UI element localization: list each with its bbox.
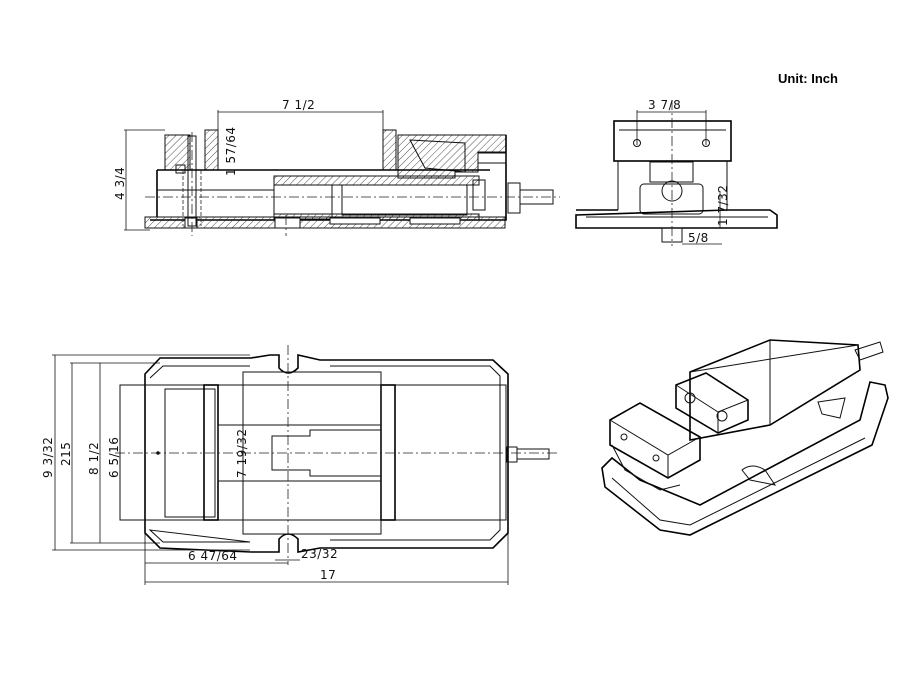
end-view: 3 7/8 1 7/32 5/8 <box>575 98 778 246</box>
dim-jaw-opening: 7 1/2 <box>282 98 315 112</box>
dim-center-height: 1 7/32 <box>716 185 730 226</box>
iso-slot <box>741 465 777 486</box>
thrust-collar <box>472 179 486 211</box>
jaw-outline <box>119 384 507 521</box>
iso-base <box>601 381 889 536</box>
dim-base-width-mm: 215 <box>59 442 73 466</box>
isometric-view <box>601 339 889 536</box>
dim-slot-width: 23/32 <box>301 547 338 561</box>
side-section-view: 7 1/2 4 3/4 1 57/64 <box>113 98 560 236</box>
iso-fixed-jaw <box>609 402 701 479</box>
jaw-end <box>613 120 732 162</box>
iso-body <box>689 339 861 441</box>
dim-jaw-width: 6 5/16 <box>107 437 121 478</box>
movable-jaw-section <box>397 134 507 179</box>
dim-overall-height: 4 3/4 <box>113 167 127 200</box>
movable-jaw <box>380 384 396 521</box>
dim-hole-spacing: 3 7/8 <box>648 98 681 112</box>
screw-thread-top <box>273 175 480 186</box>
plan-view: 9 3/32 215 8 1/2 6 5/16 7 19/32 6 47/64 … <box>41 345 560 585</box>
dim-body-width: 7 19/32 <box>235 428 249 478</box>
iso-screw-end <box>854 341 884 361</box>
dim-key-width: 5/8 <box>688 231 709 245</box>
dim-jaw-height: 1 57/64 <box>224 126 238 176</box>
dim-overall-length: 17 <box>320 568 336 582</box>
dim-base-width: 9 3/32 <box>41 437 55 478</box>
dim-slot-position: 6 47/64 <box>188 549 238 563</box>
fixed-jaw <box>203 384 219 521</box>
screw-nut <box>507 182 521 214</box>
unit-label: Unit: Inch <box>778 71 838 86</box>
jaw-plate-right <box>382 129 397 171</box>
dim-slot-spacing: 8 1/2 <box>87 442 101 475</box>
jaw-plate-left <box>204 129 219 171</box>
iso-movable-jaw <box>675 372 749 434</box>
base-section <box>144 216 506 229</box>
base-outline <box>144 353 509 553</box>
